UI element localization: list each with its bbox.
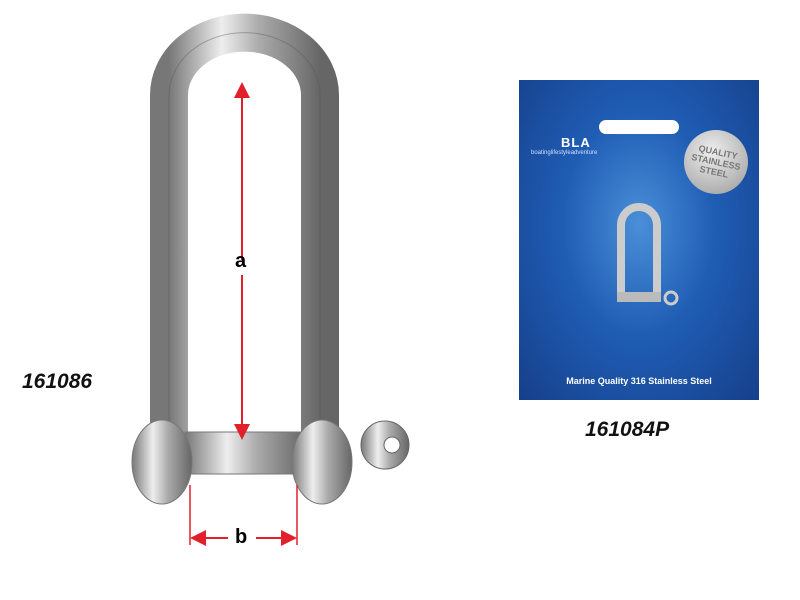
- product-code-right: 161084P: [585, 418, 670, 441]
- dimension-b-label: b: [235, 526, 248, 548]
- brand-logo: BLA: [561, 135, 591, 150]
- package-image: BLA boatinglifestyleadventure QUALITY ST…: [519, 80, 759, 400]
- shackle-body: [150, 13, 339, 440]
- hang-hole: [599, 120, 679, 134]
- dimension-a-label: a: [235, 250, 247, 272]
- brand-tagline: boatinglifestyleadventure: [531, 150, 598, 156]
- product-code-left: 161086: [22, 370, 93, 393]
- package-caption: Marine Quality 316 Stainless Steel: [566, 376, 712, 386]
- package-shackle: [617, 203, 679, 306]
- quality-seal: QUALITY STAINLESS STEEL: [678, 124, 754, 200]
- shackle-pin: [184, 431, 306, 475]
